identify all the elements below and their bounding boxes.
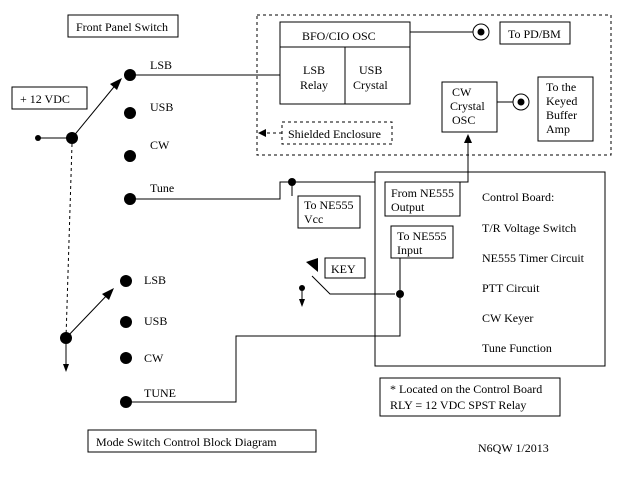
to-ne555-vcc-box xyxy=(297,195,361,229)
cw-osc-line-2: Crystal xyxy=(450,99,485,113)
keyed-amp-line-1: To the xyxy=(546,80,576,94)
bottom-switch-label-cw: CW xyxy=(144,351,164,365)
control-board-item-cw-keyer: CW Keyer xyxy=(482,311,533,325)
tune-wire xyxy=(136,181,376,200)
to-ne555-vcc-line-2: Vcc xyxy=(304,212,323,226)
top-switch-label-tune: Tune xyxy=(150,181,174,195)
cw-osc-connector-pin xyxy=(517,98,525,106)
control-board-item-tr-switch: T/R Voltage Switch xyxy=(482,221,576,235)
top-switch-wiper-arrowhead xyxy=(110,78,122,90)
top-switch-input-terminal xyxy=(35,135,41,141)
cw-osc-line-1: CW xyxy=(452,85,472,99)
shielded-enclosure-pointer-head xyxy=(258,129,266,137)
shielded-enclosure xyxy=(256,14,612,156)
caption-box xyxy=(87,429,317,453)
to-pd-bm-box xyxy=(499,21,571,45)
lsb-relay-line-2: Relay xyxy=(300,78,328,92)
keyed-buffer-amp-box xyxy=(537,76,594,142)
bottom-switch-contact-cw xyxy=(120,352,132,364)
control-board-item-tune: Tune Function xyxy=(482,341,552,355)
diagram-caption: Mode Switch Control Block Diagram xyxy=(96,435,277,449)
shielded-enclosure-label: Shielded Enclosure xyxy=(288,127,381,141)
top-switch-contact-lsb xyxy=(124,69,136,81)
ne555-to-cw-osc-wire xyxy=(460,142,469,183)
keyed-amp-line-4: Amp xyxy=(546,122,570,136)
cw-osc-line-3: OSC xyxy=(452,113,475,127)
bottom-switch-contact-tune xyxy=(120,396,132,408)
top-switch-label-lsb: LSB xyxy=(150,58,172,72)
cw-crystal-osc-box xyxy=(441,81,498,133)
key-ground-arrow xyxy=(299,299,305,307)
bottom-switch-label-lsb: LSB xyxy=(144,273,166,287)
bfo-output-connector-pin xyxy=(477,28,485,36)
bfo-cio-osc-title: BFO/CIO OSC xyxy=(302,29,376,43)
to-ne555-input-line-1: To NE555 xyxy=(397,229,447,243)
top-switch-contact-cw xyxy=(124,150,136,162)
key-indicator-arrow xyxy=(306,258,318,272)
cw-osc-connector-ring xyxy=(512,93,530,111)
author-date-signature: N6QW 1/2013 xyxy=(478,441,549,455)
key-lever xyxy=(311,275,395,295)
to-pd-bm-label: To PD/BM xyxy=(508,27,561,41)
top-switch-contact-tune xyxy=(124,193,136,205)
bottom-switch-contact-lsb xyxy=(120,275,132,287)
top-switch-contact-usb xyxy=(124,107,136,119)
bottom-switch-label-tune: TUNE xyxy=(144,386,176,400)
key-junction xyxy=(396,290,404,298)
note-line-1: * Located on the Control Board xyxy=(390,382,542,396)
keyed-amp-line-2: Keyed xyxy=(546,94,577,108)
bottom-switch-contact-usb xyxy=(120,316,132,328)
note-box xyxy=(379,377,561,417)
bottom-switch-label-usb: USB xyxy=(144,314,167,328)
key-label: KEY xyxy=(331,262,356,276)
note-line-2: RLY = 12 VDC SPST Relay xyxy=(390,398,526,412)
usb-crystal-line-2: Crystal xyxy=(353,78,388,92)
ne555-to-cw-osc-arrowhead xyxy=(464,134,472,143)
control-board-item-ne555: NE555 Timer Circuit xyxy=(482,251,585,265)
usb-crystal-line-1: USB xyxy=(359,63,382,77)
key-label-box xyxy=(324,257,366,279)
to-ne555-vcc-line-1: To NE555 xyxy=(304,198,354,212)
bottom-switch-wiper-arrowhead xyxy=(102,288,114,300)
plus-12vdc-box xyxy=(11,86,88,110)
from-ne555-line-1: From NE555 xyxy=(391,186,454,200)
to-ne555-input-line-2: Input xyxy=(397,243,423,257)
plus-12vdc-label: + 12 VDC xyxy=(20,92,70,106)
control-board-title: Control Board: xyxy=(482,190,554,204)
keyed-amp-line-3: Buffer xyxy=(546,108,577,122)
top-switch-wiper xyxy=(71,81,119,139)
control-board-item-ptt: PTT Circuit xyxy=(482,281,540,295)
bottom-switch-ground-arrow xyxy=(63,364,69,372)
bottom-switch-wiper xyxy=(65,291,111,339)
top-switch-label-cw: CW xyxy=(150,138,170,152)
top-switch-label-usb: USB xyxy=(150,100,173,114)
from-ne555-output-box xyxy=(384,181,461,217)
from-ne555-line-2: Output xyxy=(391,200,425,214)
lsb-relay-line-1: LSB xyxy=(303,63,325,77)
bfo-output-connector-ring xyxy=(472,23,490,41)
switch-gang-link xyxy=(65,143,73,339)
front-panel-switch-label: Front Panel Switch xyxy=(76,20,168,34)
to-ne555-input-box xyxy=(390,225,454,259)
front-panel-switch-box xyxy=(67,14,179,38)
bottom-tune-wire xyxy=(132,298,401,403)
